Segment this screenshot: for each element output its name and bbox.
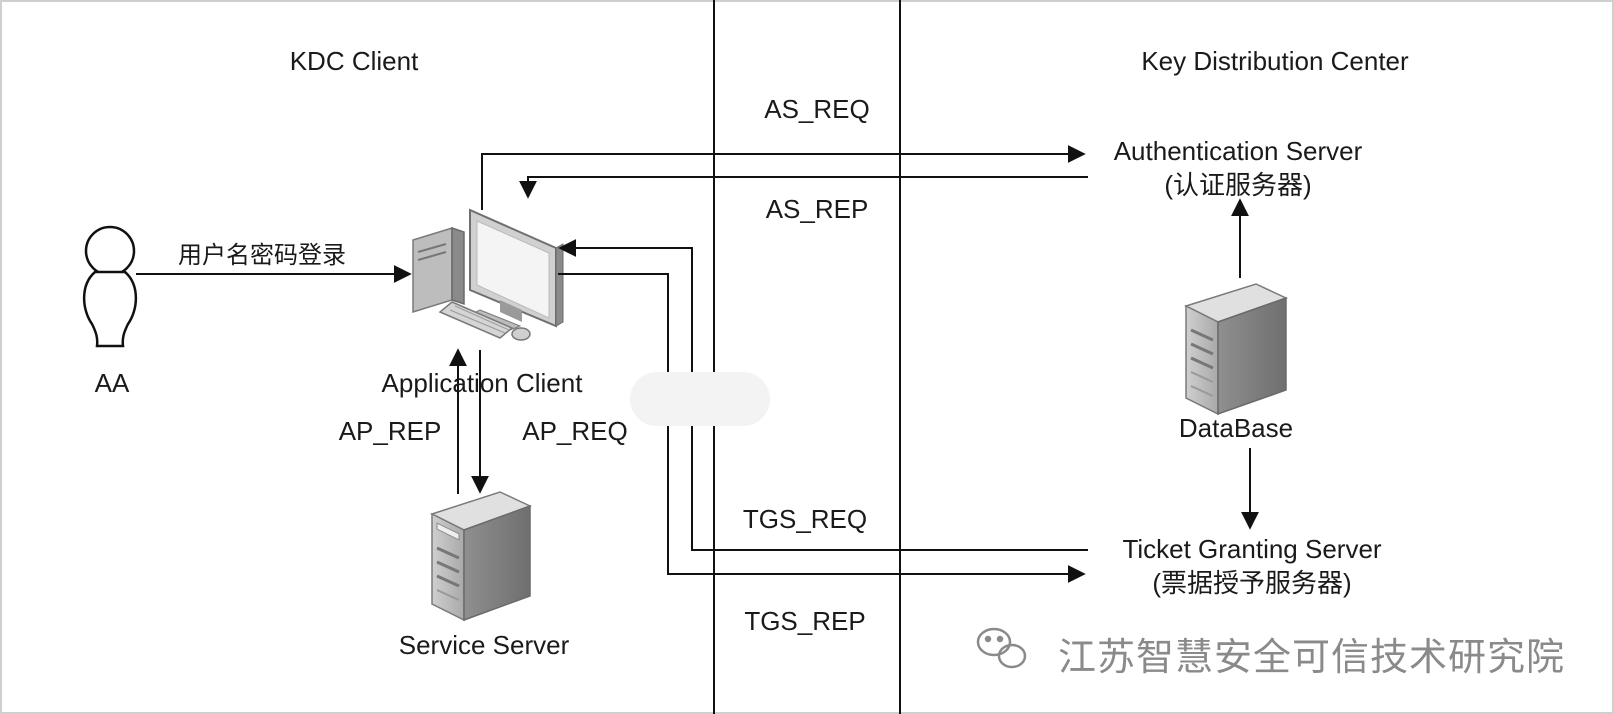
tgs-rep-label: TGS_REP: [744, 606, 866, 636]
ap-req-label: AP_REQ: [522, 416, 628, 446]
kdc-title: Key Distribution Center: [1141, 46, 1409, 76]
as-req-arrow: [481, 145, 1086, 210]
database-label: DataBase: [1178, 413, 1294, 443]
authentication-server-label: Authentication Server (认证服务器): [1113, 136, 1363, 200]
kdc-client-title: KDC Client: [289, 46, 419, 76]
as-rep-label: AS_REP: [765, 194, 869, 224]
ap-rep-label: AP_REP: [338, 416, 442, 446]
tgs-req-label: TGS_REQ: [742, 504, 868, 534]
user-icon: [82, 225, 138, 348]
service-server-icon: [430, 491, 532, 622]
as-req-label: AS_REQ: [764, 94, 870, 124]
watermark-logo-icon: [976, 627, 1027, 669]
watermark-text: 江苏智慧安全可信技术研究院: [1058, 635, 1566, 679]
database-server-icon: [1184, 283, 1288, 416]
user-name-label: AA: [94, 368, 130, 398]
blur-overlay: [630, 372, 770, 426]
service-server-label: Service Server: [398, 630, 570, 660]
ticket-granting-server-label: Ticket Granting Server (票据授予服务器): [1122, 534, 1382, 598]
computer-icon: [412, 208, 564, 341]
login-label: 用户名密码登录: [178, 241, 346, 269]
application-client-label: Application Client: [381, 368, 583, 398]
as-rep-arrow: [519, 176, 1088, 199]
